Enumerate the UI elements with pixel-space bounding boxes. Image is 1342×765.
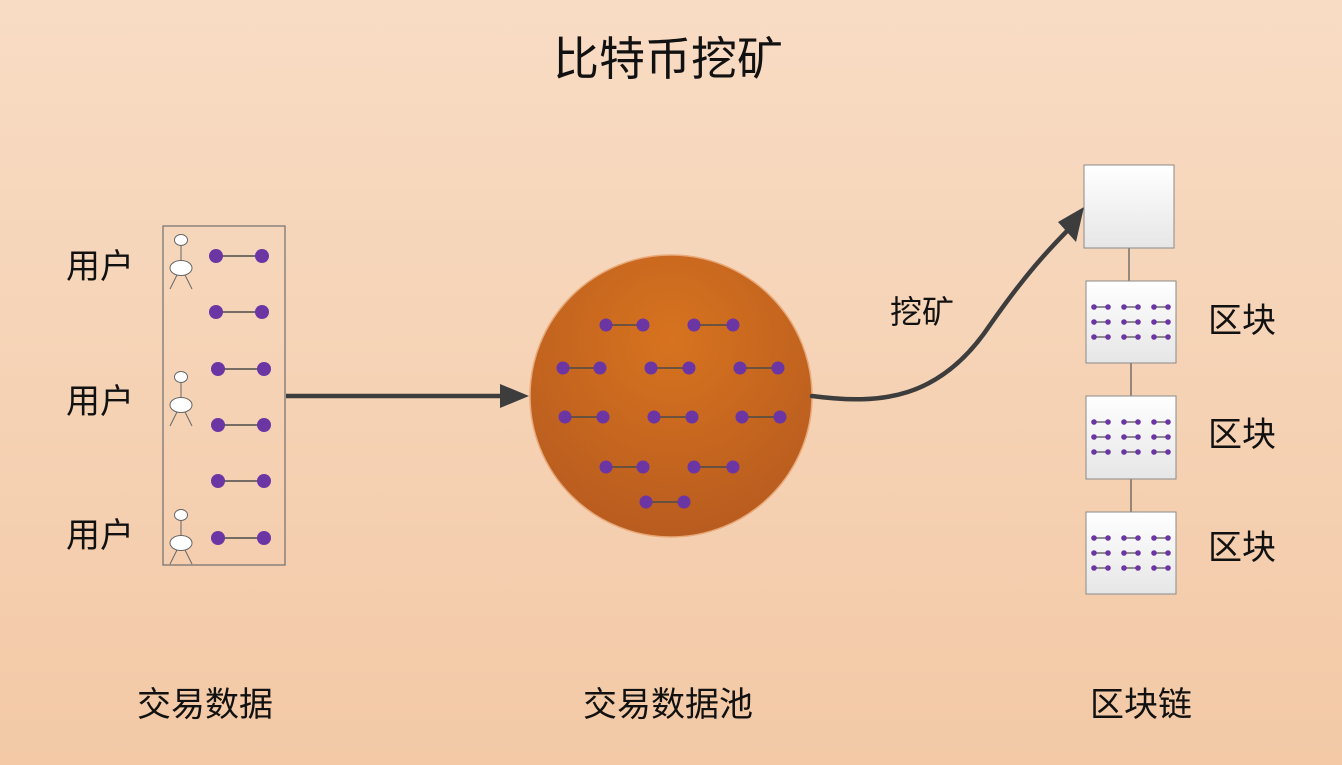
block-label: 区块 [1208, 415, 1276, 455]
transaction-icon [1151, 434, 1171, 440]
mining-arrowhead [1058, 207, 1084, 242]
transaction-icon [1121, 434, 1141, 440]
transaction-icon [735, 410, 787, 424]
user-label: 用户 [66, 382, 134, 422]
transaction-icon [1091, 449, 1111, 455]
transaction-icon [1151, 419, 1171, 425]
transaction-icon [1151, 334, 1171, 340]
transaction-icon [209, 249, 269, 263]
transaction-icon [556, 361, 607, 375]
transaction-icon [211, 474, 271, 488]
transaction-icon [1151, 535, 1171, 541]
user-icon [169, 371, 193, 427]
block-label: 区块 [1208, 301, 1276, 341]
transaction-icon [1151, 550, 1171, 556]
user-icon [169, 509, 193, 565]
transaction-icon [1121, 535, 1141, 541]
submit-arrowhead [500, 384, 529, 408]
transaction-icon [1121, 304, 1141, 310]
transaction-icon [639, 495, 691, 509]
user-label: 用户 [66, 516, 134, 556]
transaction-icon [1091, 319, 1111, 325]
transaction-pool [529, 254, 813, 538]
transaction-icon [211, 362, 271, 376]
transaction-icon [1091, 550, 1111, 556]
transaction-icon [1121, 419, 1141, 425]
blockchain-caption: 区块链 [1090, 685, 1192, 725]
mining-arrow [809, 223, 1075, 402]
transaction-icon [687, 318, 740, 332]
transaction-icon [1121, 319, 1141, 325]
transaction-panel [162, 225, 286, 566]
mining-label: 挖矿 [890, 293, 955, 331]
transaction-icon [1121, 449, 1141, 455]
block-label: 区块 [1208, 528, 1276, 568]
transaction-icon [644, 361, 696, 375]
diagram-title: 比特币挖矿 [553, 32, 783, 86]
new-block [1083, 164, 1175, 249]
user-icon [169, 234, 193, 290]
transaction-icon [211, 531, 271, 545]
transaction-icon [647, 410, 699, 424]
transaction-icon [599, 460, 650, 474]
transaction-icon [1091, 434, 1111, 440]
pool-caption: 交易数据池 [583, 685, 753, 725]
transaction-icon [733, 361, 785, 375]
transaction-icon [1151, 304, 1171, 310]
user-label: 用户 [66, 247, 134, 287]
transaction-icon [558, 410, 610, 424]
transaction-icon [1151, 319, 1171, 325]
transaction-icon [1121, 334, 1141, 340]
transaction-icon [687, 460, 740, 474]
transaction-icon [1091, 535, 1111, 541]
transaction-icon [1151, 565, 1171, 571]
transaction-icon [599, 318, 650, 332]
transaction-icon [1091, 419, 1111, 425]
transaction-icon [1121, 550, 1141, 556]
transaction-icon [1121, 565, 1141, 571]
transaction-icon [1151, 449, 1171, 455]
transaction-icon [1091, 334, 1111, 340]
transactions-caption: 交易数据 [137, 685, 273, 725]
transaction-icon [1091, 304, 1111, 310]
transaction-icon [211, 418, 271, 432]
transaction-icon [209, 305, 269, 319]
transaction-icon [1091, 565, 1111, 571]
